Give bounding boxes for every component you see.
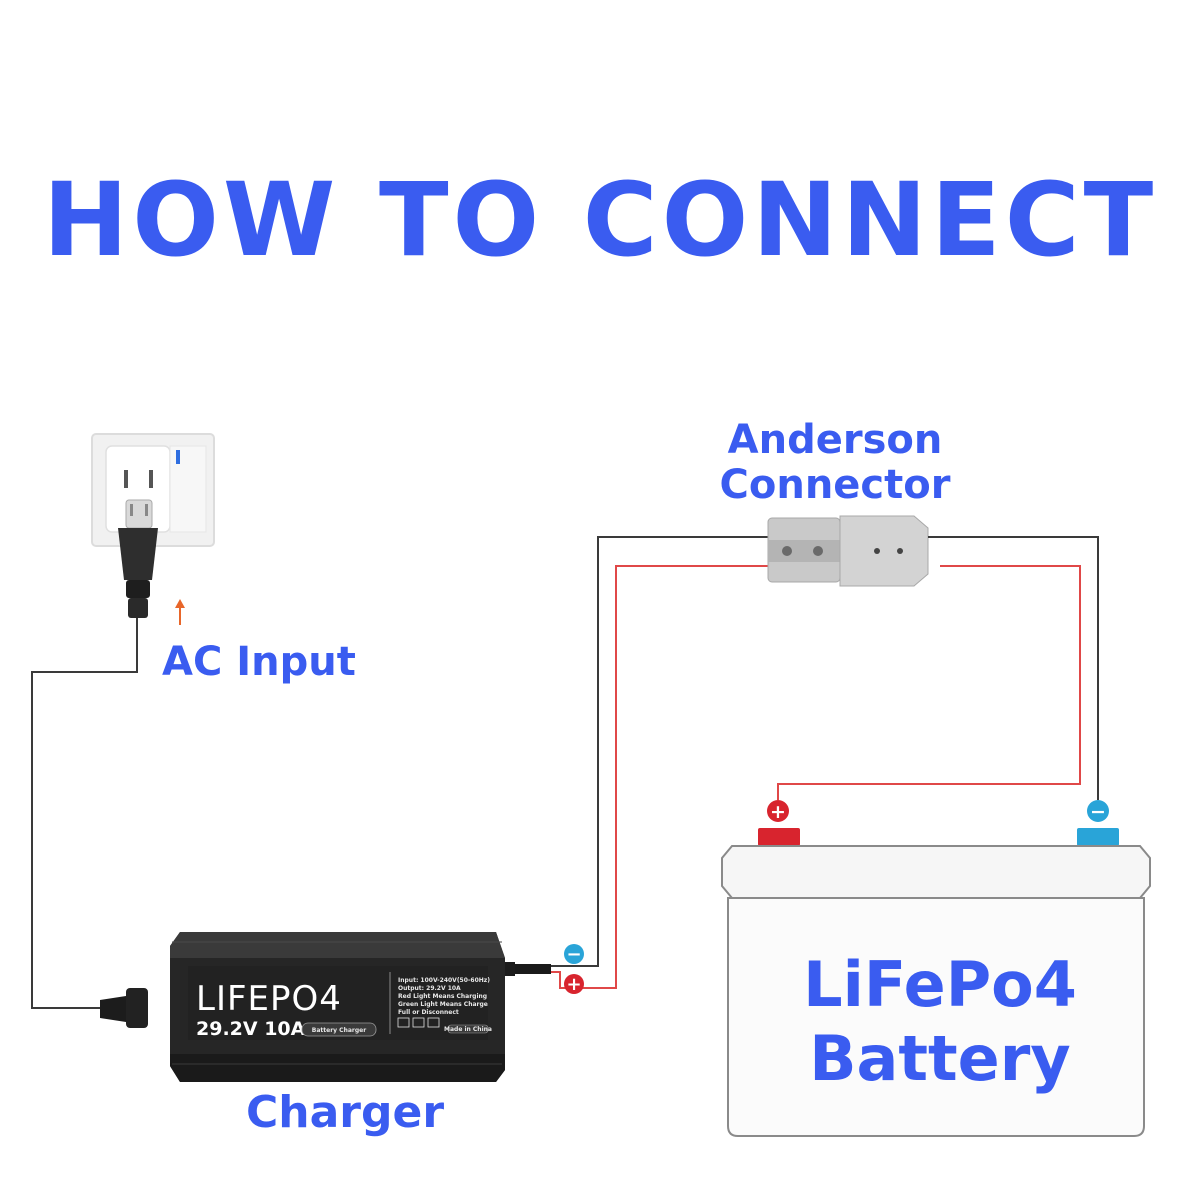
battery-label-line2: Battery	[809, 1022, 1071, 1096]
ac-cable	[31, 618, 138, 1009]
charger-spec-line: Red Light Means Charging	[398, 993, 487, 1000]
charger-spec-line: Input: 100V-240V(50-60Hz)	[398, 977, 490, 984]
battery-icon	[721, 828, 1151, 1137]
ac-plug-icon	[118, 499, 158, 618]
charger-negative-lead	[551, 536, 780, 967]
svg-text:−: −	[1090, 801, 1106, 823]
anderson-label-line1: Anderson	[727, 417, 943, 463]
charger-positive-lead	[551, 565, 780, 989]
battery-label-line1: LiFePo4	[803, 948, 1077, 1021]
battery-negative-sign: −	[1087, 800, 1109, 823]
svg-text:+: +	[566, 974, 581, 995]
battery-positive-sign: +	[767, 800, 789, 823]
svg-text:−: −	[566, 944, 581, 965]
charger-spec-line: Full or Disconnect	[398, 1009, 459, 1016]
charger-made-in-text: Made in China	[444, 1026, 492, 1033]
anderson-label-line2: Connector	[719, 461, 951, 508]
charger-rating-text: 29.2V 10A	[196, 1018, 306, 1040]
made-in-badge	[447, 1024, 489, 1034]
certification-marks-icon	[397, 1017, 440, 1028]
svg-text:+: +	[770, 801, 786, 823]
charger-brand-text: LIFEPO4	[196, 979, 342, 1019]
charger-spec-line: Green Light Means Charge	[398, 1001, 488, 1008]
charger-positive-sign: +	[564, 974, 584, 995]
anderson-connector-icon	[767, 515, 929, 587]
charger-label: Charger	[245, 1087, 445, 1138]
battery-positive-lead	[777, 565, 1081, 800]
wall-outlet-icon	[91, 433, 215, 547]
anderson-connector-label: Anderson Connector	[680, 418, 990, 508]
charger-spec-line: Output: 29.2V 10A	[398, 985, 461, 992]
charger-tag-text: Battery Charger	[312, 1027, 366, 1034]
charger-tag-badge	[301, 1022, 377, 1037]
charger-negative-sign: −	[564, 944, 584, 965]
page-title: HOW TO CONNECT	[42, 161, 1158, 280]
ac-input-label: AC Input	[162, 639, 356, 685]
charger-device	[100, 932, 551, 1082]
arrow-up-icon	[175, 599, 185, 625]
battery-label: LiFePo4 Battery	[760, 948, 1120, 1097]
battery-negative-lead	[928, 536, 1099, 800]
